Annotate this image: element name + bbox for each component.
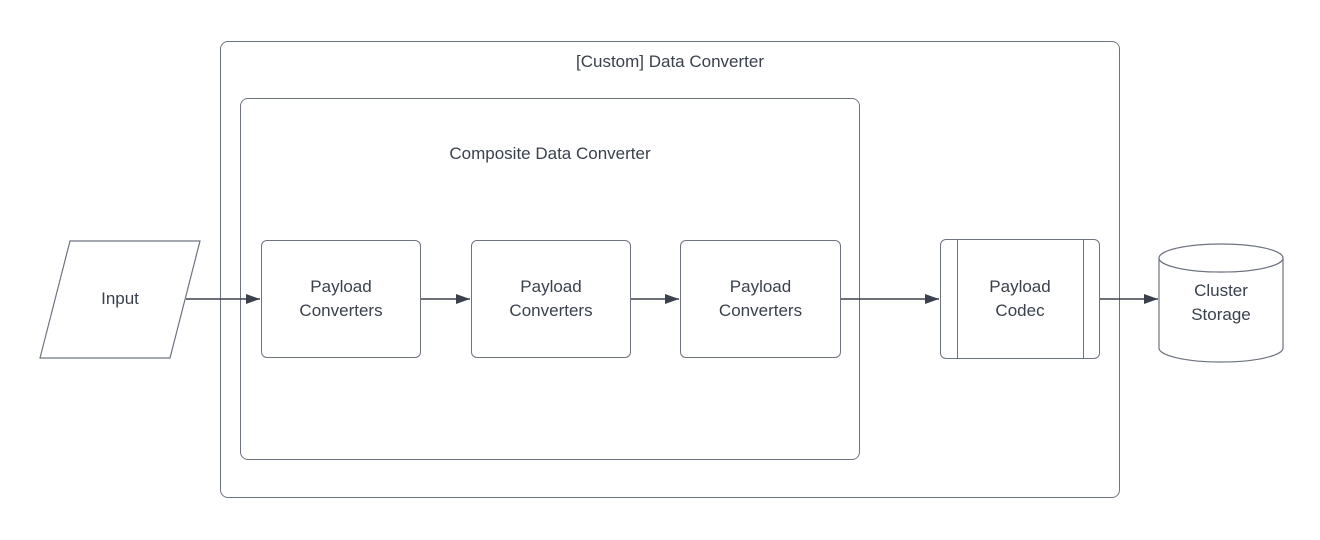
cluster-storage-label-line2: Storage <box>1191 305 1251 324</box>
composite-data-converter-title: Composite Data Converter <box>449 144 651 163</box>
payload-converters-2-label-line2: Converters <box>509 301 593 320</box>
composite-data-converter-container: Composite Data Converter <box>240 98 860 460</box>
payload-codec-label-line2: Codec <box>995 301 1045 320</box>
payload-converters-2-label-line1: Payload <box>520 277 582 296</box>
payload-converters-node-3: Payload Converters <box>680 240 841 358</box>
payload-codec-right-rail <box>1083 240 1084 358</box>
payload-codec-node: Payload Codec <box>940 239 1100 359</box>
payload-converters-node-2: Payload Converters <box>471 240 631 358</box>
input-label: Input <box>101 289 139 308</box>
payload-converters-1-label-line2: Converters <box>299 301 383 320</box>
payload-codec-left-rail <box>957 240 958 358</box>
custom-data-converter-title: [Custom] Data Converter <box>575 52 764 71</box>
cluster-storage-cylinder-top <box>1158 243 1284 273</box>
payload-converters-3-label-line1: Payload <box>729 277 792 296</box>
payload-converters-node-1: Payload Converters <box>261 240 421 358</box>
cluster-storage-label-line1: Cluster <box>1194 281 1248 300</box>
payload-converters-1-label-line1: Payload <box>310 277 372 296</box>
payload-converters-3-label-line2: Converters <box>718 301 803 320</box>
cluster-storage-label: Cluster Storage <box>1159 279 1283 327</box>
payload-codec-label-line1: Payload <box>989 277 1051 296</box>
custom-data-converter-container: [Custom] Data Converter <box>220 41 1120 498</box>
